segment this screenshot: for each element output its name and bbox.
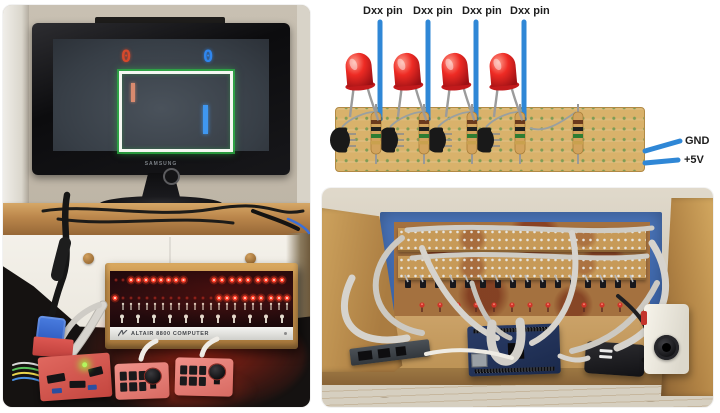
joystick — [143, 368, 164, 391]
interior-wiring — [340, 224, 687, 366]
pong-playfield — [119, 71, 233, 152]
controller-cable — [199, 336, 220, 358]
controller-buttons — [179, 365, 207, 387]
altair-computer: ALTAIR 8800 COMPUTER — [105, 263, 298, 349]
breakout-pcb — [37, 352, 113, 402]
capacitor — [51, 387, 63, 394]
ic-chip — [46, 372, 66, 384]
pong-right-score: 0 — [203, 47, 214, 67]
ic-chip — [69, 380, 86, 388]
tv-screen: 0 0 — [53, 39, 269, 152]
tv-wall-bracket — [95, 17, 225, 26]
signal-wires — [377, 19, 527, 122]
pin-label-1: Dxx pin — [363, 5, 403, 17]
pong-left-paddle — [131, 83, 135, 102]
gnd-wire — [642, 138, 683, 154]
photo-tv-altair: 0 0 SAMSUNG — [3, 5, 310, 407]
joystick — [207, 364, 228, 387]
pong-left-score: 0 — [121, 47, 132, 67]
cabinet-knob — [245, 253, 256, 264]
barrel-jack — [654, 335, 679, 360]
pine-floor — [322, 384, 713, 407]
strip-screw — [284, 332, 287, 335]
stripboard-strip-1 — [398, 228, 646, 252]
pin-label-3: Dxx pin — [462, 5, 502, 17]
alcove-left-frame — [3, 5, 29, 237]
red-tab — [641, 311, 647, 325]
vga-cable — [47, 191, 71, 323]
tv: 0 0 SAMSUNG — [32, 23, 290, 175]
gnd-label: GND — [685, 135, 710, 147]
ribbon-cables — [340, 224, 669, 366]
controller-cable — [138, 338, 159, 362]
plus5v-label: +5V — [684, 154, 704, 166]
ic-chip — [87, 365, 104, 378]
led-row — [418, 301, 624, 313]
power-wires — [642, 138, 683, 166]
cabinet-knob — [83, 253, 94, 264]
altair-front-panel — [110, 271, 293, 327]
plus5v-wire — [642, 157, 681, 166]
shelf-cables — [41, 204, 310, 235]
pin-label-2: Dxx pin — [413, 5, 453, 17]
stripboard-strip-2 — [398, 256, 646, 280]
power-jack-bracket — [641, 304, 689, 374]
altair-logo-icon — [118, 330, 128, 337]
tv-brand-label: SAMSUNG — [144, 161, 178, 167]
pin-label-4: Dxx pin — [510, 5, 550, 17]
board-link-wires — [341, 111, 577, 131]
altair-label: ALTAIR 8800 COMPUTER — [131, 330, 210, 337]
controller-board-1 — [114, 362, 170, 400]
green-status-led — [82, 362, 88, 368]
wiring-diagram: Dxx pin Dxx pin Dxx pin Dxx pin — [328, 0, 720, 186]
vga-ferrite — [51, 237, 71, 281]
panel-red-ambience — [110, 271, 293, 327]
altair-name-strip: ALTAIR 8800 COMPUTER — [110, 327, 293, 340]
photo-cabinet-interior — [322, 188, 713, 407]
controller-board-2 — [174, 357, 234, 397]
capacitor — [87, 384, 97, 391]
tv-power-button — [163, 168, 180, 185]
diagram-drawing — [329, 19, 683, 166]
pong-right-paddle — [203, 105, 208, 134]
alcove-right-frame — [297, 5, 310, 231]
